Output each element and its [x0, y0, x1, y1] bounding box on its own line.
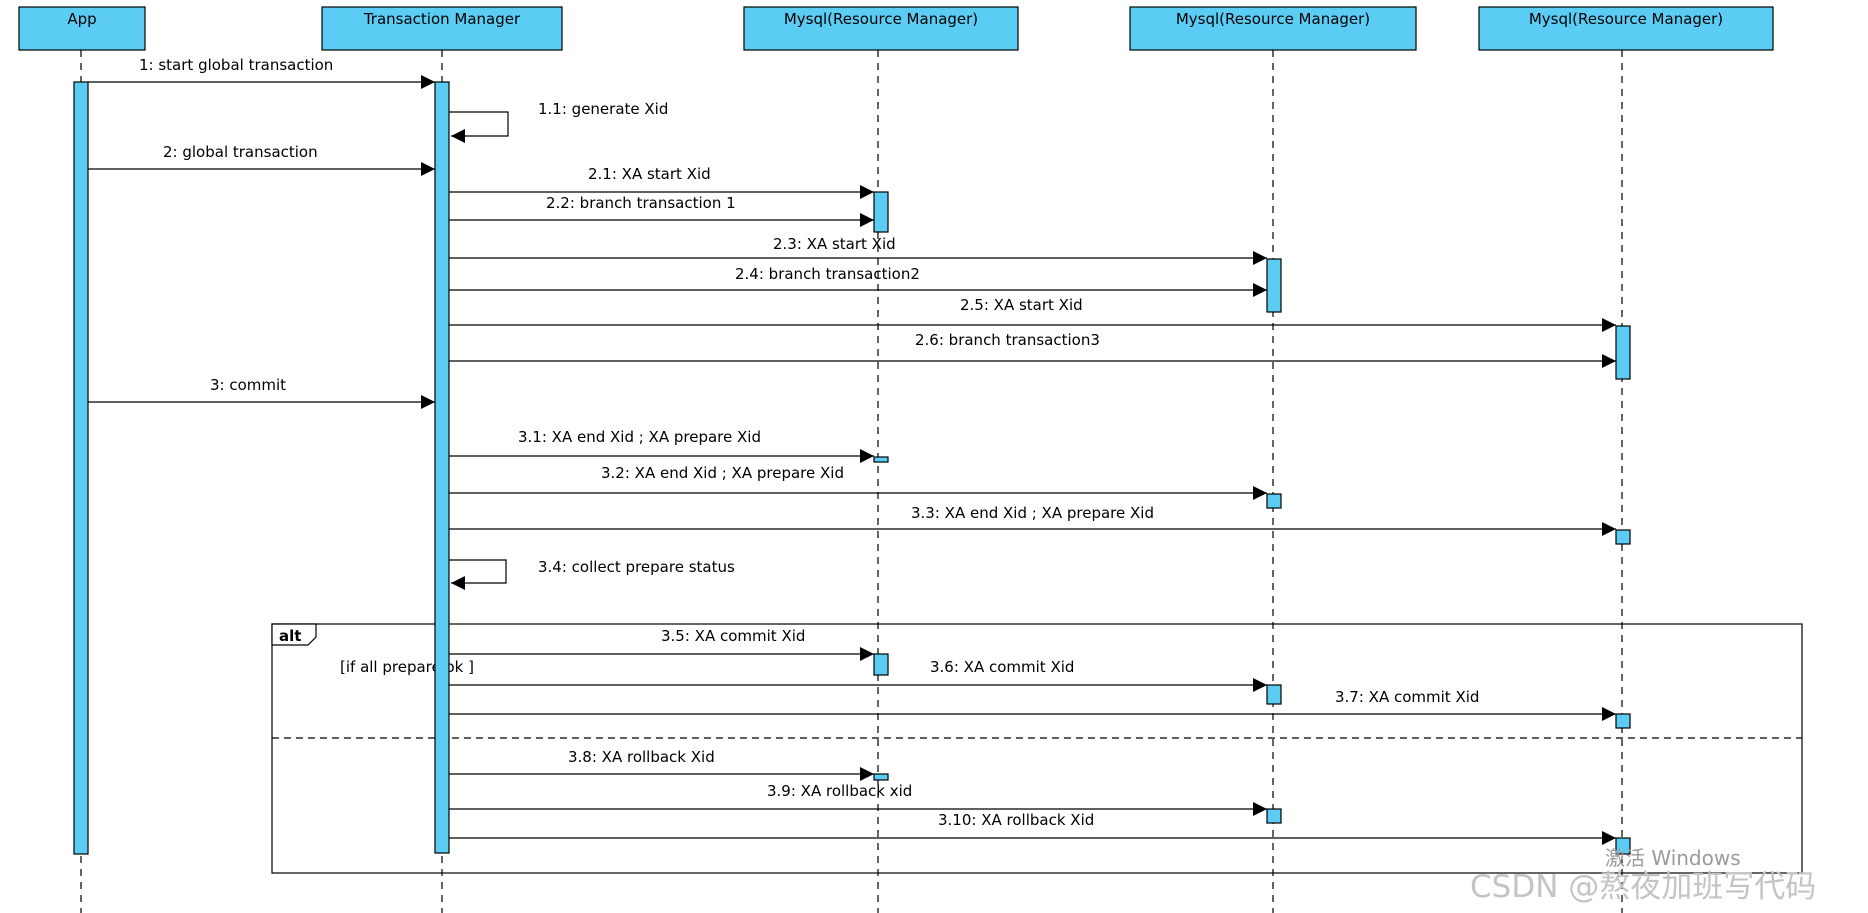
- alt-frame: [271, 623, 1803, 874]
- message-arrow-3-4: [449, 559, 507, 590]
- message-label-2-1: 2.1: XA start Xid: [588, 165, 711, 183]
- participant-box-rm2[interactable]: [1129, 6, 1417, 51]
- alt-guard: [if all prepare ok ]: [340, 658, 474, 676]
- activation-rm1-branch: [873, 191, 889, 233]
- activation-rm3-prepare: [1615, 529, 1631, 545]
- message-label-2-4: 2.4: branch transaction2: [735, 265, 920, 283]
- participant-box-rm1[interactable]: [743, 6, 1019, 51]
- message-label-3: 3: commit: [210, 376, 286, 394]
- participant-label-rm3: Mysql(Resource Manager): [1529, 10, 1723, 28]
- activation-rm2-rollback: [1266, 808, 1282, 824]
- message-label-3-10: 3.10: XA rollback Xid: [938, 811, 1094, 829]
- message-labels: 1: start global transaction 1.1: generat…: [139, 56, 1479, 829]
- message-label-1: 1: start global transaction: [139, 56, 333, 74]
- participant-label-rm1: Mysql(Resource Manager): [784, 10, 978, 28]
- activation-rm3-branch: [1615, 325, 1631, 380]
- message-label-3-9: 3.9: XA rollback xid: [767, 782, 912, 800]
- participant-box-app[interactable]: [18, 6, 146, 51]
- message-label-3-1: 3.1: XA end Xid ; XA prepare Xid: [518, 428, 761, 446]
- activation-rm2-prepare: [1266, 493, 1282, 509]
- participant-label-app: App: [67, 10, 96, 28]
- windows-activation-watermark: 激活 Windows: [1605, 846, 1741, 870]
- message-label-3-5: 3.5: XA commit Xid: [661, 627, 805, 645]
- activation-transaction-manager: [434, 81, 450, 854]
- csdn-watermark: CSDN @熬夜加班写代码: [1470, 869, 1817, 905]
- activation-rm2-commit: [1266, 684, 1282, 705]
- participant-box-rm3[interactable]: [1478, 6, 1774, 51]
- message-label-3-3: 3.3: XA end Xid ; XA prepare Xid: [911, 504, 1154, 522]
- activation-rm1-rollback: [873, 773, 889, 781]
- message-label-3-7: 3.7: XA commit Xid: [1335, 688, 1479, 706]
- message-label-2-3: 2.3: XA start Xid: [773, 235, 896, 253]
- message-label-2-6: 2.6: branch transaction3: [915, 331, 1100, 349]
- activation-rm2-branch: [1266, 258, 1282, 313]
- message-label-3-6: 3.6: XA commit Xid: [930, 658, 1074, 676]
- activation-rm3-rollback: [1615, 837, 1631, 855]
- alt-operator-tab: [271, 623, 317, 646]
- message-label-2: 2: global transaction: [163, 143, 318, 161]
- message-arrow-1-1: [449, 111, 509, 143]
- participants: App Transaction Manager Mysql(Resource M…: [18, 6, 1774, 51]
- activation-rm3-commit: [1615, 713, 1631, 729]
- activation-app: [73, 81, 89, 855]
- message-label-3-4: 3.4: collect prepare status: [538, 558, 735, 576]
- message-label-2-5: 2.5: XA start Xid: [960, 296, 1083, 314]
- participant-label-transaction-manager: Transaction Manager: [363, 10, 521, 28]
- message-label-1-1: 1.1: generate Xid: [538, 100, 668, 118]
- alt-operator-label: alt: [279, 627, 301, 645]
- activations: [73, 81, 1631, 855]
- message-label-3-2: 3.2: XA end Xid ; XA prepare Xid: [601, 464, 844, 482]
- alt-fragment: alt [if all prepare ok ]: [271, 623, 1803, 874]
- activation-rm1-commit: [873, 653, 889, 676]
- participant-box-transaction-manager[interactable]: [321, 6, 563, 51]
- messages: [88, 75, 1616, 845]
- message-label-3-8: 3.8: XA rollback Xid: [568, 748, 715, 766]
- message-label-2-2: 2.2: branch transaction 1: [546, 194, 736, 212]
- activation-rm1-prepare: [873, 456, 889, 463]
- participant-label-rm2: Mysql(Resource Manager): [1176, 10, 1370, 28]
